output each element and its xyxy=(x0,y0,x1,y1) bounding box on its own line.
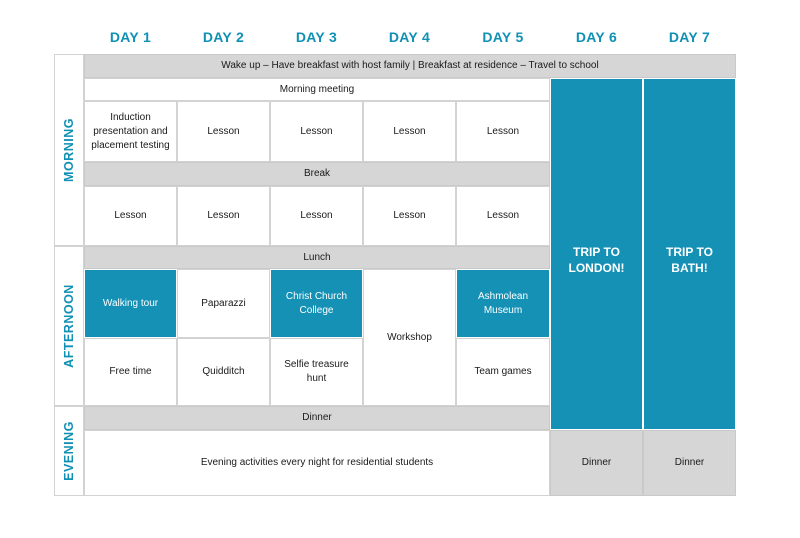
day2-morning-slot2: Lesson xyxy=(177,186,270,246)
day5-afternoon-slot2: Team games xyxy=(456,338,550,406)
day1-morning-slot2: Lesson xyxy=(84,186,177,246)
evening-activities: Evening activities every night for resid… xyxy=(84,430,550,496)
day2-afternoon-slot1: Paparazzi xyxy=(177,269,270,338)
morning-label: MORNING xyxy=(54,54,84,246)
day-5-header: DAY 5 xyxy=(482,29,524,45)
day-2-header: DAY 2 xyxy=(202,29,245,45)
day3-afternoon-slot2: Selfie treasure hunt xyxy=(270,338,363,406)
day-6-header: DAY 6 xyxy=(575,29,618,45)
afternoon-label: AFTERNOON xyxy=(54,246,84,406)
day5-morning-slot1: Lesson xyxy=(456,101,550,162)
day-1-header: DAY 1 xyxy=(109,29,152,45)
day-4-header: DAY 4 xyxy=(388,29,431,45)
day-7-header: DAY 7 xyxy=(668,29,711,45)
break-band: Break xyxy=(84,162,550,186)
day5-afternoon-slot1: Ashmolean Museum xyxy=(456,269,550,338)
day4-morning-slot2: Lesson xyxy=(363,186,456,246)
dinner-day7: Dinner xyxy=(643,430,736,496)
afternoon-label-text: AFTERNOON xyxy=(62,284,76,368)
day3-morning-slot2: Lesson xyxy=(270,186,363,246)
trip-day7: TRIP TO BATH! xyxy=(643,78,736,430)
lunch-band: Lunch xyxy=(84,246,550,269)
wake-up-band: Wake up – Have breakfast with host famil… xyxy=(84,54,736,78)
day2-afternoon-slot2: Quidditch xyxy=(177,338,270,406)
day1-afternoon-slot2: Free time xyxy=(84,338,177,406)
day3-morning-slot1: Lesson xyxy=(270,101,363,162)
trip-day6: TRIP TO LONDON! xyxy=(550,78,643,430)
morning-label-text: MORNING xyxy=(62,118,76,182)
day1-afternoon-slot1: Walking tour xyxy=(84,269,177,338)
day2-morning-slot1: Lesson xyxy=(177,101,270,162)
dinner-band: Dinner xyxy=(84,406,550,430)
day4-workshop: Workshop xyxy=(363,269,456,406)
day1-morning-slot1: Induction presentation and placement tes… xyxy=(84,101,177,162)
dinner-day6: Dinner xyxy=(550,430,643,496)
day3-afternoon-slot1: Christ Church College xyxy=(270,269,363,338)
day4-morning-slot1: Lesson xyxy=(363,101,456,162)
day-3-header: DAY 3 xyxy=(295,29,338,45)
morning-meeting-band: Morning meeting xyxy=(84,78,550,101)
day5-morning-slot2: Lesson xyxy=(456,186,550,246)
evening-label-text: EVENING xyxy=(62,421,76,481)
evening-label: EVENING xyxy=(54,406,84,496)
